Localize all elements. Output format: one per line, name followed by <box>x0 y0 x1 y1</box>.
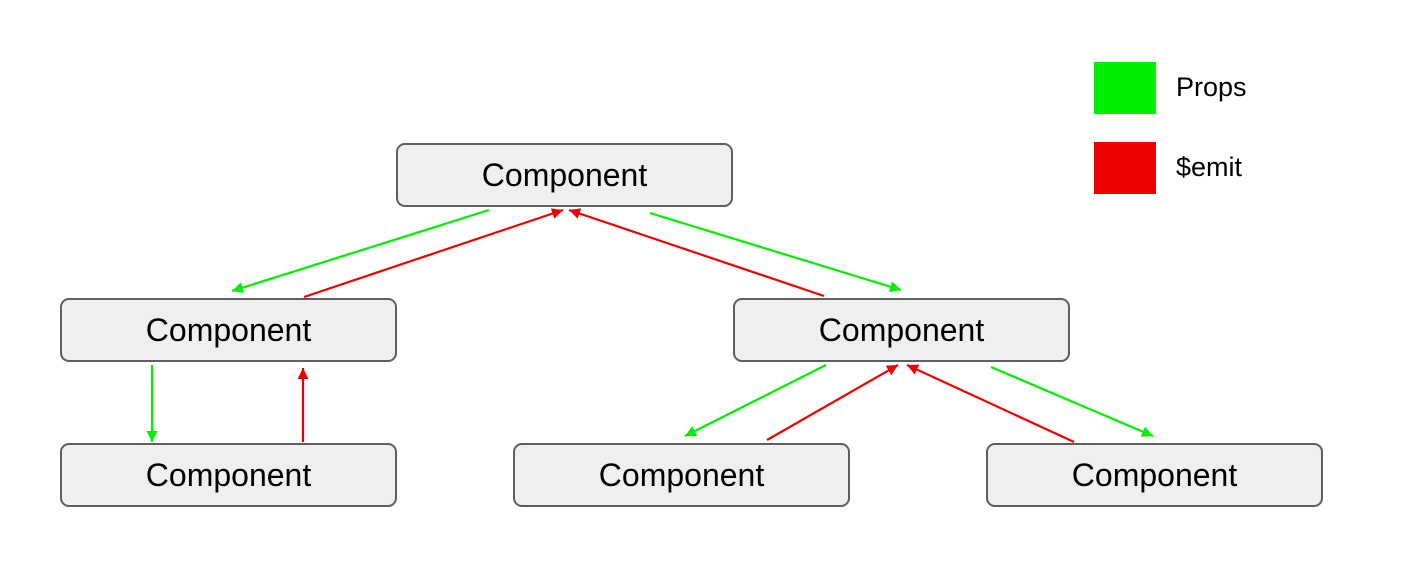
emit-arrow-right_child_right-to-right <box>906 364 1075 443</box>
emit-arrow-left-to-root <box>303 208 564 299</box>
component-node-left: Component <box>60 298 397 362</box>
component-node-label: Component <box>1071 456 1238 493</box>
component-node-label: Component <box>481 156 648 193</box>
component-node-label: Component <box>818 311 985 348</box>
component-node-right-child-right: Component <box>986 443 1323 507</box>
props-arrow-right-to-right_child_left <box>684 364 827 437</box>
props-arrow-root-to-left <box>231 208 490 293</box>
component-node-label: Component <box>598 456 765 493</box>
emit-arrow-right_child_left-to-right <box>766 364 899 441</box>
props-arrow-right-to-right_child_right <box>990 365 1154 438</box>
component-node-label: Component <box>145 311 312 348</box>
component-node-left-child: Component <box>60 443 397 507</box>
legend-emit-swatch <box>1094 142 1156 194</box>
component-node-root: Component <box>396 143 733 207</box>
legend-emit-label: $emit <box>1176 152 1243 182</box>
legend-props-label: Props <box>1176 72 1247 102</box>
edges-layer <box>146 208 1154 443</box>
component-node-label: Component <box>145 456 312 493</box>
props-arrow-root-to-right <box>649 211 902 293</box>
emit-arrow-right-to-root <box>568 208 825 298</box>
legend-props-swatch <box>1094 62 1156 114</box>
component-node-right-child-left: Component <box>513 443 850 507</box>
component-node-right: Component <box>733 298 1070 362</box>
